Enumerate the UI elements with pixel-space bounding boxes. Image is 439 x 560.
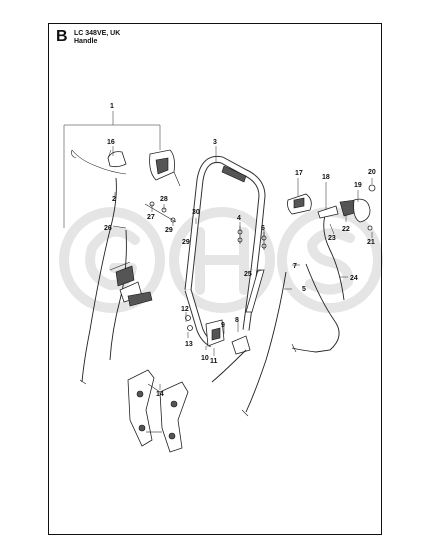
callout-9: 9 xyxy=(221,322,225,329)
bolt-stack-4-6 xyxy=(237,226,267,250)
callout-16: 16 xyxy=(107,139,115,146)
section-letter: B xyxy=(56,28,68,45)
callout-17: 17 xyxy=(295,170,303,177)
callout-29b: 29 xyxy=(182,239,190,246)
callout-8: 8 xyxy=(235,317,239,324)
callout-19: 19 xyxy=(354,182,362,189)
control-housing xyxy=(149,149,181,187)
cable-2-end xyxy=(79,379,87,385)
cable-24 xyxy=(291,263,340,353)
callout-25: 25 xyxy=(244,271,252,278)
cable-7 xyxy=(245,271,287,413)
callout-26: 26 xyxy=(104,225,112,232)
callout-7: 7 xyxy=(293,263,297,270)
callout-5: 5 xyxy=(302,286,306,293)
cable-7-end xyxy=(241,409,249,417)
handle-mount-brackets xyxy=(185,315,251,355)
callout-1: 1 xyxy=(110,103,114,110)
callout-14: 14 xyxy=(156,391,164,398)
callout-4: 4 xyxy=(237,215,241,222)
cable-23 xyxy=(323,211,345,301)
callout-20: 20 xyxy=(368,169,376,176)
callout-22: 22 xyxy=(342,226,350,233)
callout-24: 24 xyxy=(350,275,358,282)
callout-23: 23 xyxy=(328,235,336,242)
lower-handle-brackets xyxy=(127,369,189,453)
callout-18: 18 xyxy=(322,174,330,181)
callout-labels: 1 16 2 3 28 27 30 29 29 26 4 6 25 7 5 24… xyxy=(104,103,376,398)
cable-adjuster-assembly xyxy=(109,261,153,307)
callout-3: 3 xyxy=(213,139,217,146)
callout-28: 28 xyxy=(160,196,168,203)
model-title: LC 348VE, UK xyxy=(74,30,121,37)
callout-6: 6 xyxy=(261,225,265,232)
callout-30: 30 xyxy=(192,209,200,216)
callout-2: 2 xyxy=(112,196,116,203)
right-brackets xyxy=(317,184,376,231)
callout-27: 27 xyxy=(147,214,155,221)
right-control-housing xyxy=(287,193,312,215)
part-name: Handle xyxy=(74,38,98,45)
bail-lever xyxy=(71,149,127,175)
leader-lines xyxy=(107,146,373,390)
callout-29a: 29 xyxy=(165,227,173,234)
cable-26 xyxy=(109,229,127,361)
callout-11: 11 xyxy=(210,358,218,365)
callout-12: 12 xyxy=(181,306,189,313)
cable-2 xyxy=(81,177,117,383)
callout-10: 10 xyxy=(201,355,209,362)
group-1-bracket xyxy=(63,111,161,228)
callout-21: 21 xyxy=(367,239,375,246)
main-handle xyxy=(184,155,266,291)
cable-24-end xyxy=(291,343,297,353)
callout-13: 13 xyxy=(185,341,193,348)
diagram-frame xyxy=(48,23,382,535)
cable-mid xyxy=(211,349,247,383)
